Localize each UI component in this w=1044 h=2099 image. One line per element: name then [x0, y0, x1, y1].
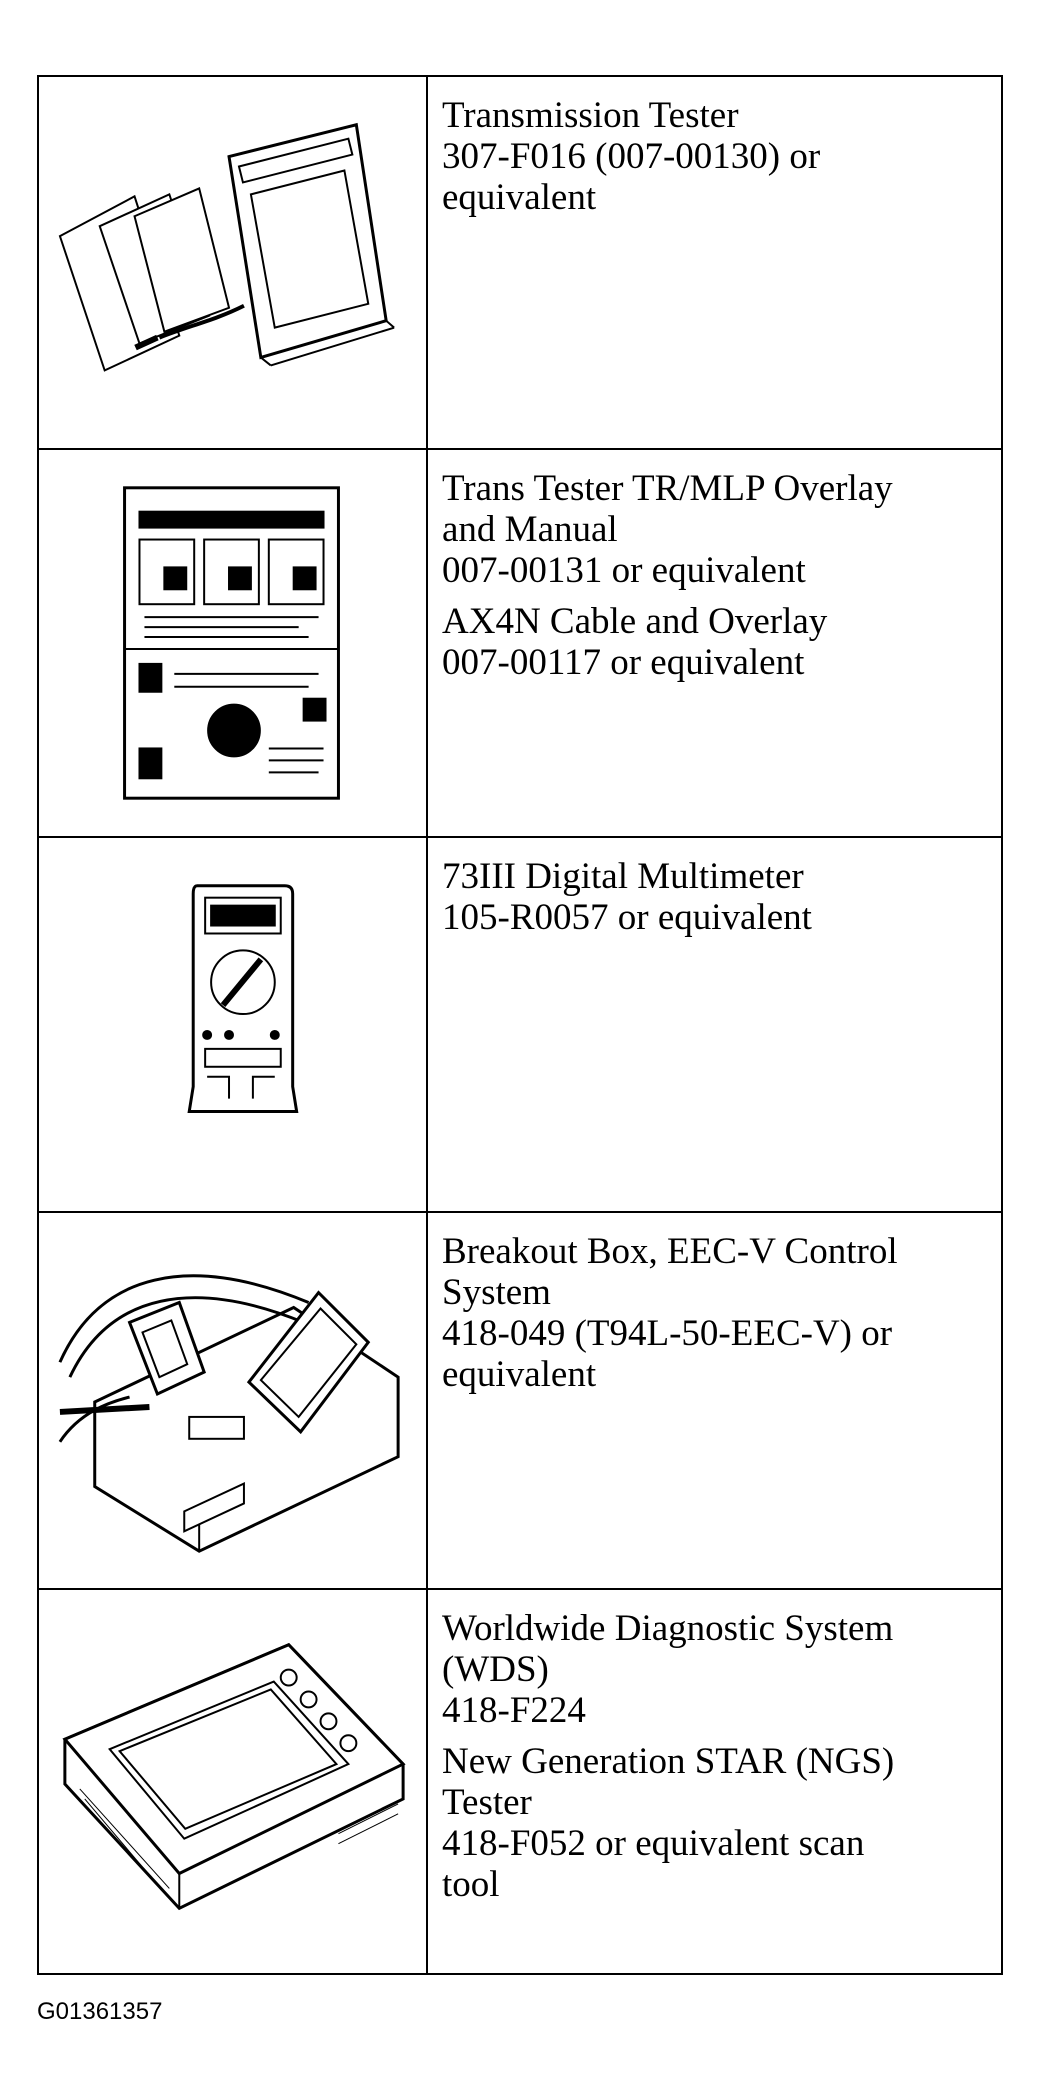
tool-description-cell: Trans Tester TR/MLP Overlay and Manual 0… — [426, 448, 1003, 838]
tool-image-cell — [37, 836, 428, 1213]
tool-description-cell: Breakout Box, EEC-V Control System 418-0… — [426, 1211, 1003, 1590]
tool-row-wds-ngs: Worldwide Diagnostic System (WDS) 418-F2… — [37, 1588, 1003, 1975]
tool-number: 105-R0057 or equivalent — [442, 897, 812, 938]
tool-name: Transmission Tester — [442, 95, 739, 136]
tool-number: 007-00131 or equivalent — [442, 550, 806, 591]
tool-description: Trans Tester TR/MLP Overlay and Manual 0… — [442, 468, 991, 591]
tool-row-multimeter: 73III Digital Multimeter 105-R0057 or eq… — [37, 836, 1003, 1213]
tool-number: 007-00117 or equivalent — [442, 642, 805, 683]
tool-description: AX4N Cable and Overlay 007-00117 or equi… — [442, 601, 991, 683]
tool-row-overlay-manual: Trans Tester TR/MLP Overlay and Manual 0… — [37, 448, 1003, 838]
tool-name: Worldwide Diagnostic System — [442, 1608, 894, 1649]
special-tools-table: Transmission Tester 307-F016 (007-00130)… — [37, 75, 1003, 1975]
tool-note: equivalent — [442, 1354, 597, 1395]
tool-name: System — [442, 1272, 551, 1313]
tool-description: Worldwide Diagnostic System (WDS) 418-F2… — [442, 1608, 991, 1731]
tool-name: New Generation STAR (NGS) — [442, 1741, 895, 1782]
tool-name: 73III Digital Multimeter — [442, 856, 804, 897]
tool-name: Trans Tester TR/MLP Overlay — [442, 468, 893, 509]
tool-description: Breakout Box, EEC-V Control System 418-0… — [442, 1231, 991, 1395]
tool-name: and Manual — [442, 509, 618, 550]
tool-description-cell: Worldwide Diagnostic System (WDS) 418-F2… — [426, 1588, 1003, 1975]
tool-number: 418-F052 or equivalent scan — [442, 1823, 865, 1864]
tool-image-cell — [37, 1211, 428, 1590]
tool-number: 418-F224 — [442, 1690, 586, 1731]
multimeter-icon — [187, 884, 299, 1114]
tool-description-cell: Transmission Tester 307-F016 (007-00130)… — [426, 75, 1003, 450]
overlay-manual-icon — [123, 486, 340, 800]
tool-description: 73III Digital Multimeter 105-R0057 or eq… — [442, 856, 991, 938]
tool-note: tool — [442, 1864, 500, 1905]
breakout-box-icon — [58, 1274, 400, 1553]
tool-number: 418-049 (T94L-50-EEC-V) or — [442, 1313, 893, 1354]
tool-name: (WDS) — [442, 1649, 549, 1690]
tool-description: New Generation STAR (NGS) Tester 418-F05… — [442, 1741, 991, 1905]
tool-name: Tester — [442, 1782, 532, 1823]
tool-row-breakout-box: Breakout Box, EEC-V Control System 418-0… — [37, 1211, 1003, 1590]
tool-note: equivalent — [442, 177, 597, 218]
tool-image-cell — [37, 75, 428, 450]
tool-row-transmission-tester: Transmission Tester 307-F016 (007-00130)… — [37, 75, 1003, 450]
tool-image-cell — [37, 448, 428, 838]
wds-tester-icon — [62, 1642, 406, 1911]
tool-description-cell: 73III Digital Multimeter 105-R0057 or eq… — [426, 836, 1003, 1213]
tool-name: AX4N Cable and Overlay — [442, 601, 828, 642]
tool-image-cell — [37, 1588, 428, 1975]
tool-number: 307-F016 (007-00130) or — [442, 136, 821, 177]
transmission-tester-icon — [58, 122, 395, 372]
figure-id: G01361357 — [37, 1998, 163, 2025]
tool-description: Transmission Tester 307-F016 (007-00130)… — [442, 95, 991, 218]
tool-name: Breakout Box, EEC-V Control — [442, 1231, 898, 1272]
